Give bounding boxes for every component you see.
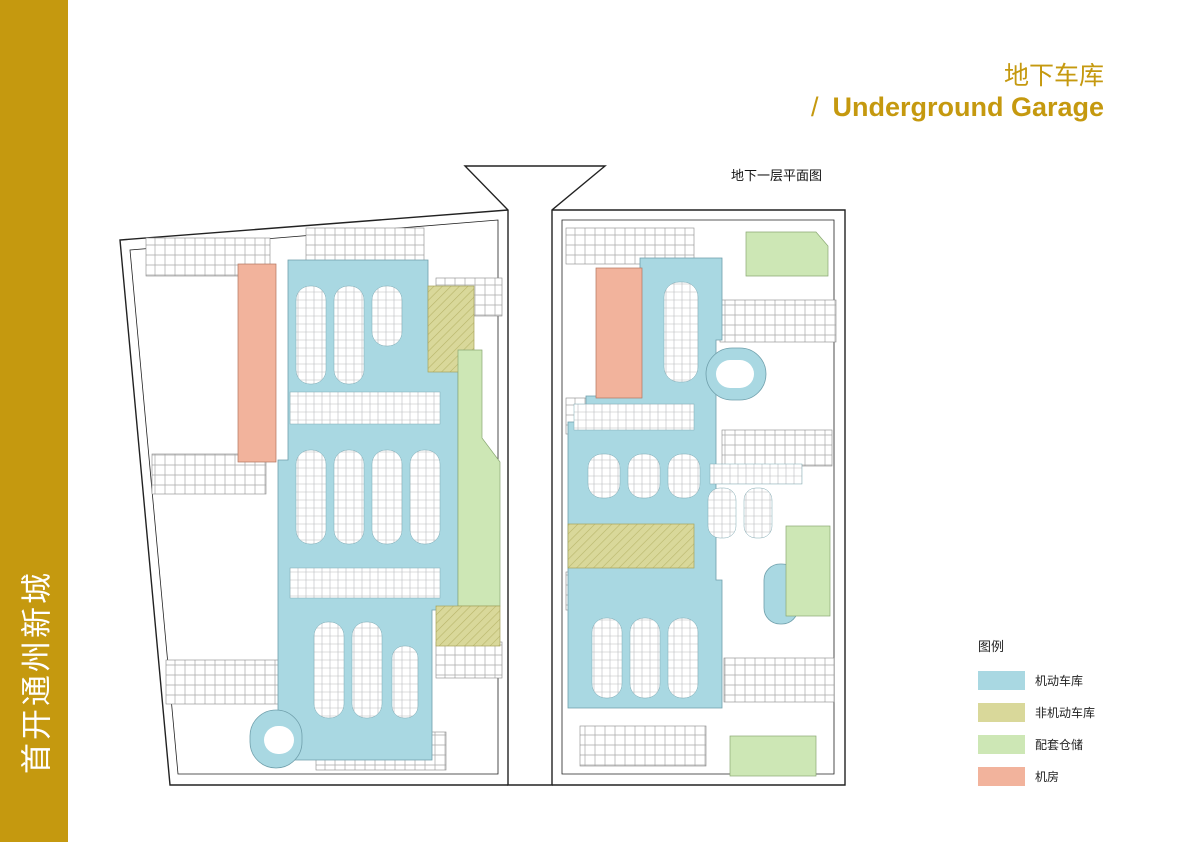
legend: 图例 机动车库 非机动车库 配套仓储 机房 (978, 636, 1095, 799)
legend-item-nonmotor-garage: 非机动车库 (978, 703, 1095, 722)
plan-title: 地下一层平面图 (731, 169, 823, 184)
project-name: 首开通州新城 (19, 570, 56, 774)
title-en-text: Underground Garage (832, 92, 1104, 122)
legend-title: 图例 (978, 640, 1005, 655)
legend-swatch-machine-room (978, 767, 1025, 786)
legend-item-storage: 配套仓储 (978, 735, 1095, 754)
page-title-en: / Underground Garage (811, 92, 1104, 123)
legend-label: 配套仓储 (1035, 738, 1084, 752)
garage-east (567, 231, 831, 777)
legend-swatch-motor-garage (978, 671, 1025, 690)
legend-swatch-storage (978, 735, 1025, 754)
title-slash: / (810, 92, 819, 122)
garage-west (237, 259, 501, 769)
legend-label: 机动车库 (1035, 674, 1084, 688)
legend-item-machine-room: 机房 (978, 767, 1095, 786)
legend-swatch-nonmotor-garage (978, 703, 1025, 722)
sidebar-band: 首开通州新城 (0, 0, 68, 842)
legend-label: 机房 (1035, 770, 1060, 784)
legend-label: 非机动车库 (1035, 706, 1096, 720)
page-title-cn: 地下车库 (1003, 61, 1104, 90)
legend-item-motor-garage: 机动车库 (978, 671, 1095, 690)
garage-floor-plan (119, 165, 846, 786)
